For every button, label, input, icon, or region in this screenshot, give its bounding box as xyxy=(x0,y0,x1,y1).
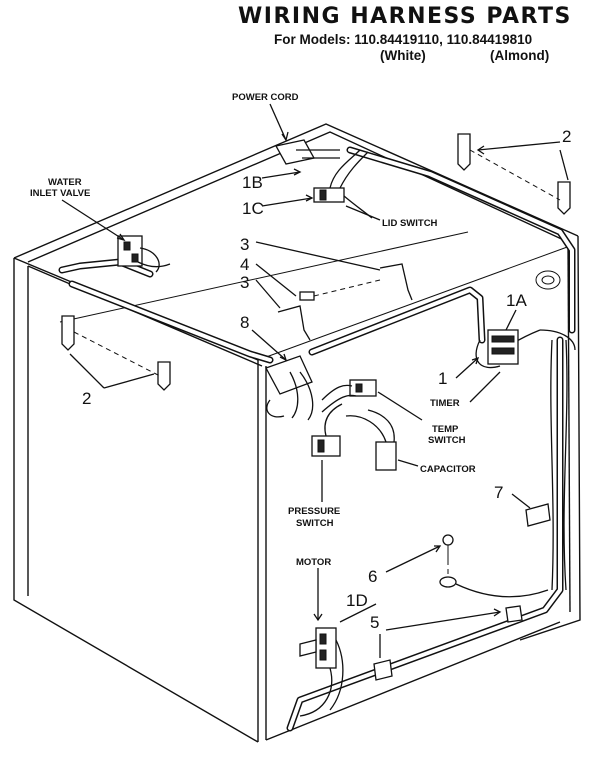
label-lid-switch: LID SWITCH xyxy=(382,218,438,229)
main-harness xyxy=(58,146,576,732)
label-temp-switch-1: TEMP xyxy=(432,424,459,435)
model-numbers: For Models: 110.84419110, 110.84419810 xyxy=(274,32,533,47)
drum-opening xyxy=(535,270,561,290)
callout-8: 8 xyxy=(240,313,249,332)
diagram-header: WIRING HARNESS PARTS For Models: 110.844… xyxy=(0,0,608,70)
color-white-label: (White) xyxy=(380,48,426,63)
connector-parts xyxy=(255,241,413,341)
label-pressure-switch-1: PRESSURE xyxy=(288,506,340,517)
cabinet-outline xyxy=(13,123,581,743)
clip-parts xyxy=(61,133,571,391)
callout-1b: 1B xyxy=(242,173,263,192)
timer-part xyxy=(455,309,519,403)
callout-1: 1 xyxy=(438,369,447,388)
label-power-cord: POWER CORD xyxy=(232,92,299,103)
callout-1c: 1C xyxy=(242,199,264,218)
callout-1a: 1A xyxy=(506,291,527,310)
ground-screw-part xyxy=(385,534,549,598)
callout-4: 4 xyxy=(240,255,249,274)
clip-5-parts xyxy=(373,605,523,681)
diagram-title: WIRING HARNESS PARTS xyxy=(238,4,572,29)
lid-switch-part xyxy=(261,149,381,221)
clip-7-part xyxy=(511,493,551,527)
callout-2-left: 2 xyxy=(82,389,91,408)
label-motor: MOTOR xyxy=(296,557,331,568)
label-capacitor: CAPACITOR xyxy=(420,464,476,475)
color-almond-label: (Almond) xyxy=(490,48,550,63)
label-pressure-switch-2: SWITCH xyxy=(296,518,334,529)
connector-8-part xyxy=(251,329,314,421)
callout-7: 7 xyxy=(494,483,503,502)
callout-3-lower: 3 xyxy=(240,273,249,292)
motor-connector-part xyxy=(299,568,377,717)
label-water-inlet-valve-2: INLET VALVE xyxy=(30,188,90,199)
label-water-inlet-valve-1: WATER xyxy=(48,177,82,188)
capacitor-part xyxy=(345,409,419,471)
pressure-switch-part xyxy=(311,403,343,502)
label-temp-switch-2: SWITCH xyxy=(428,435,466,446)
temp-switch-part xyxy=(321,379,423,421)
callout-2-top: 2 xyxy=(562,127,571,146)
callout-3-upper: 3 xyxy=(240,235,249,254)
power-cord-part xyxy=(269,103,340,165)
callout-5: 5 xyxy=(370,613,379,632)
callout-6: 6 xyxy=(368,567,377,586)
callout-1d: 1D xyxy=(346,591,368,610)
label-timer: TIMER xyxy=(430,398,460,409)
water-inlet-valve-part xyxy=(61,199,171,273)
